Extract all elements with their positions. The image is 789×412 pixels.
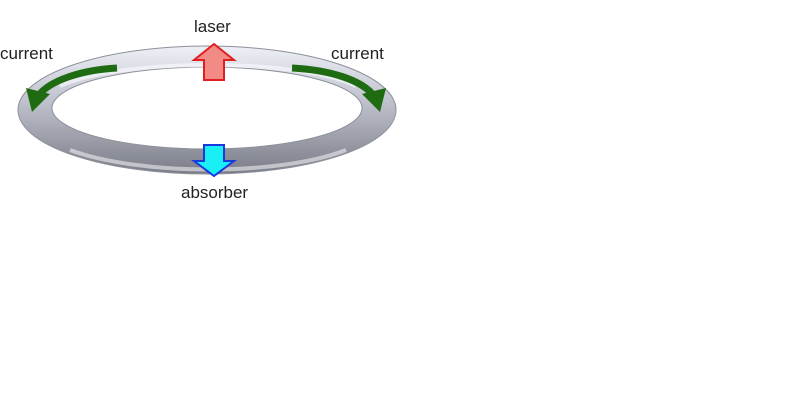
laser-label: laser (194, 17, 231, 36)
current-label-left: current (0, 44, 53, 63)
current-arrow-left (26, 64, 118, 112)
absorber-label: absorber (181, 183, 249, 202)
arrow-up-icon (191, 42, 237, 81)
current-arrow-right (291, 64, 386, 112)
arrow-down-icon (191, 144, 237, 178)
current-label-right: current (331, 44, 384, 63)
